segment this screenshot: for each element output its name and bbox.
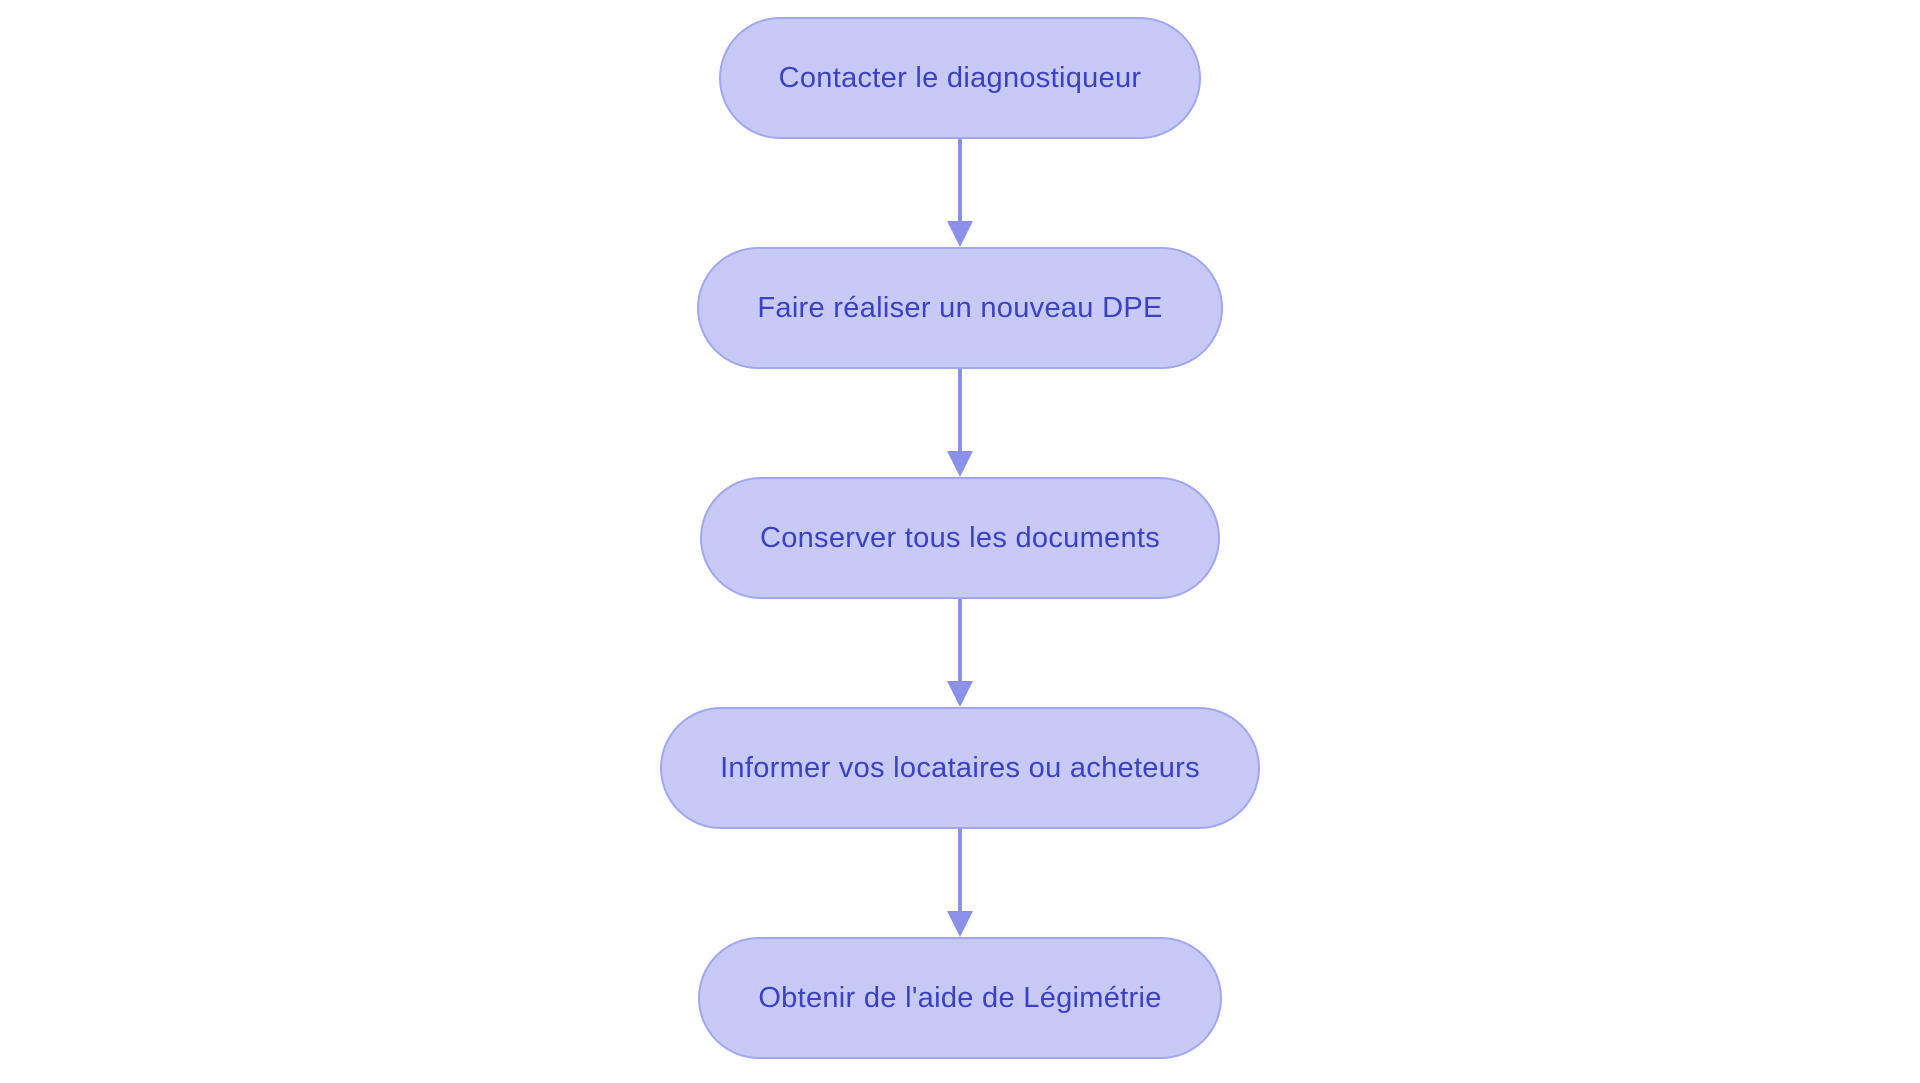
arrow-line — [958, 829, 962, 911]
arrow-line — [958, 139, 962, 221]
arrow-down-icon — [947, 221, 973, 247]
flow-edge-2 — [947, 369, 973, 477]
arrow-down-icon — [947, 681, 973, 707]
flow-node-informer-locataires: Informer vos locataires ou acheteurs — [660, 707, 1260, 829]
arrow-line — [958, 599, 962, 681]
arrow-line — [958, 369, 962, 451]
flow-node-contacter-diagnostiqueur: Contacter le diagnostiqueur — [718, 17, 1202, 139]
arrow-down-icon — [947, 911, 973, 937]
flow-node-nouveau-dpe: Faire réaliser un nouveau DPE — [697, 247, 1223, 369]
arrow-down-icon — [947, 451, 973, 477]
flow-edge-1 — [947, 139, 973, 247]
flow-edge-4 — [947, 829, 973, 937]
flow-node-conserver-documents: Conserver tous les documents — [699, 477, 1221, 599]
flow-node-aide-legimetrie: Obtenir de l'aide de Légimétrie — [698, 937, 1222, 1059]
flow-edge-3 — [947, 599, 973, 707]
